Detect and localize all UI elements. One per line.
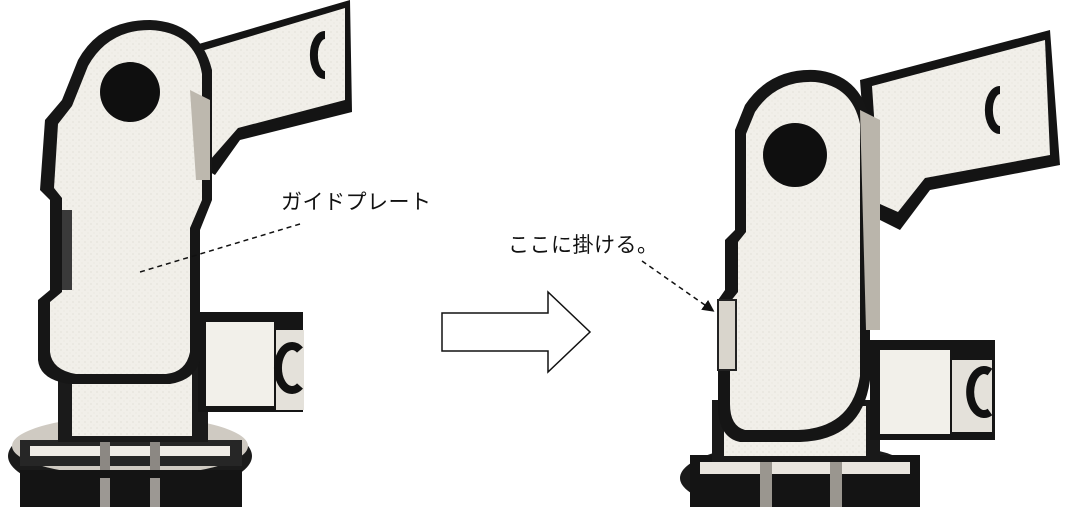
photo-after [680,30,1060,507]
upper-arm-left [185,0,352,175]
guide-plate-leader-line [139,223,301,273]
right-arrow-icon [441,290,592,374]
photo-before [8,0,352,507]
side-bracket-left [198,312,304,412]
hook-here-label: ここに掛ける。 [508,233,659,257]
hook-point-leader-arrow [641,260,715,312]
guide-plate-label: ガイドプレート [281,190,432,214]
guide-plate-left [38,20,212,384]
upper-arm-right [860,30,1060,230]
base-foot-right [680,442,920,507]
side-bracket-right [870,340,995,440]
guide-plate-right [717,69,880,442]
hook-notch [717,299,737,371]
